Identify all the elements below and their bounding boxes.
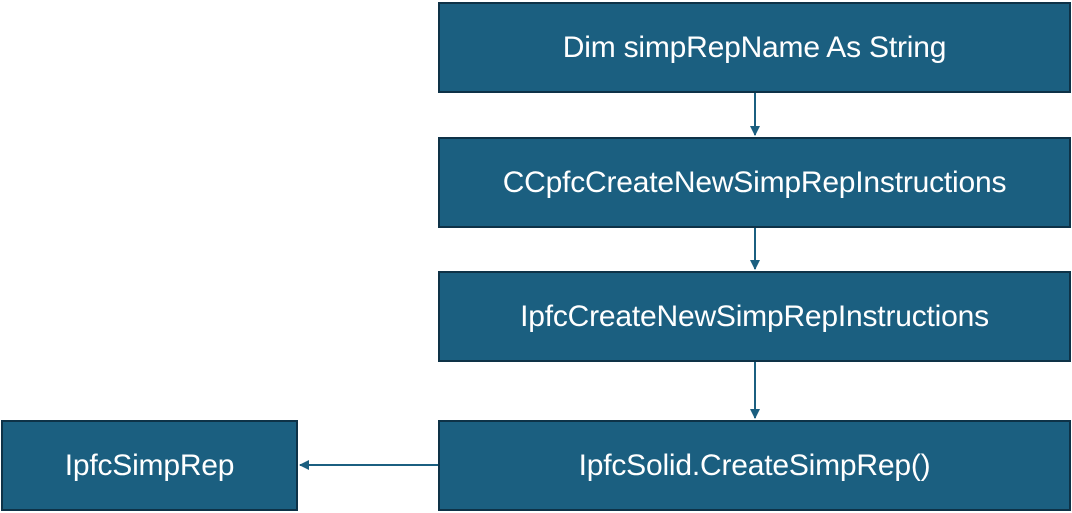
node-label: CCpfcCreateNewSimpRepInstructions xyxy=(502,165,1007,199)
node-create-simprep: IpfcSolid.CreateSimpRep() xyxy=(438,420,1071,511)
node-label: IpfcSolid.CreateSimpRep() xyxy=(578,448,931,482)
node-ccpfc-create-instructions: CCpfcCreateNewSimpRepInstructions xyxy=(438,137,1071,228)
node-ipfc-create-instructions: IpfcCreateNewSimpRepInstructions xyxy=(438,271,1071,362)
node-label: IpfcSimpRep xyxy=(64,448,235,482)
node-ipfc-simprep: IpfcSimpRep xyxy=(1,420,298,511)
node-label: Dim simpRepName As String xyxy=(562,30,947,64)
node-label: IpfcCreateNewSimpRepInstructions xyxy=(520,299,989,333)
node-dim-simprepname: Dim simpRepName As String xyxy=(438,2,1071,93)
